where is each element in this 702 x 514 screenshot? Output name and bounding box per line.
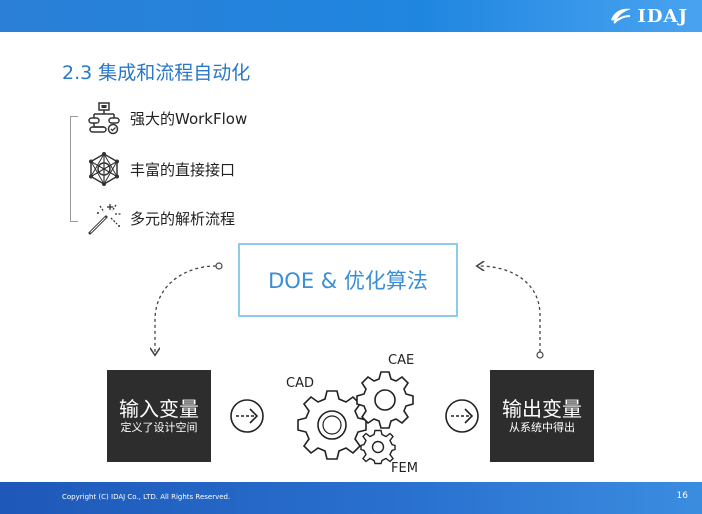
feature-label: 丰富的直接接口 <box>130 160 236 179</box>
workflow-icon <box>88 102 120 135</box>
gear-label-fem: FEM <box>391 461 418 476</box>
feature-item-interface: 丰富的直接接口 <box>86 151 235 187</box>
input-subtitle: 定义了设计空间 <box>120 420 198 434</box>
feature-item-analysis: 多元的解析流程 <box>86 200 235 236</box>
gear-fem-icon <box>360 429 396 465</box>
gear-cad-icon <box>297 390 367 460</box>
dashed-arrow-to-input <box>155 262 223 354</box>
feature-item-workflow: 强大的WorkFlow <box>86 100 247 136</box>
slide-title: 2.3 集成和流程自动化 <box>62 62 251 84</box>
network-icon <box>89 152 119 186</box>
doe-label: DOE & 优化算法 <box>268 269 428 293</box>
doe-optimization-box: DOE & 优化算法 <box>238 243 458 317</box>
feature-label: 强大的WorkFlow <box>130 109 248 128</box>
circled-arrow-right-icon <box>230 399 264 433</box>
top-banner: IDAJ <box>0 0 702 32</box>
output-subtitle: 从系统中得出 <box>509 420 575 434</box>
logo-text: IDAJ <box>637 5 688 27</box>
output-title: 输出变量 <box>502 396 582 421</box>
feature-bracket <box>70 116 78 222</box>
magic-wand-icon <box>88 204 121 235</box>
footer-banner: Copyright (C) IDAJ Co., LTD. All Rights … <box>0 482 702 514</box>
gear-cae-icon <box>356 371 414 429</box>
circled-arrow-right-icon <box>445 399 479 433</box>
page-number: 16 <box>676 491 688 501</box>
input-variables-box: 输入变量 定义了设计空间 <box>107 370 211 462</box>
company-logo: IDAJ <box>609 4 688 28</box>
idaj-swoosh-icon <box>611 8 632 24</box>
gear-label-cad: CAD <box>286 376 314 391</box>
output-variables-box: 输出变量 从系统中得出 <box>490 370 594 462</box>
dashed-arrow-to-doe <box>478 266 544 359</box>
feature-label: 多元的解析流程 <box>130 209 236 228</box>
gear-label-cae: CAE <box>388 353 415 368</box>
input-title: 输入变量 <box>119 396 199 421</box>
copyright-text: Copyright (C) IDAJ Co., LTD. All Rights … <box>62 493 231 501</box>
